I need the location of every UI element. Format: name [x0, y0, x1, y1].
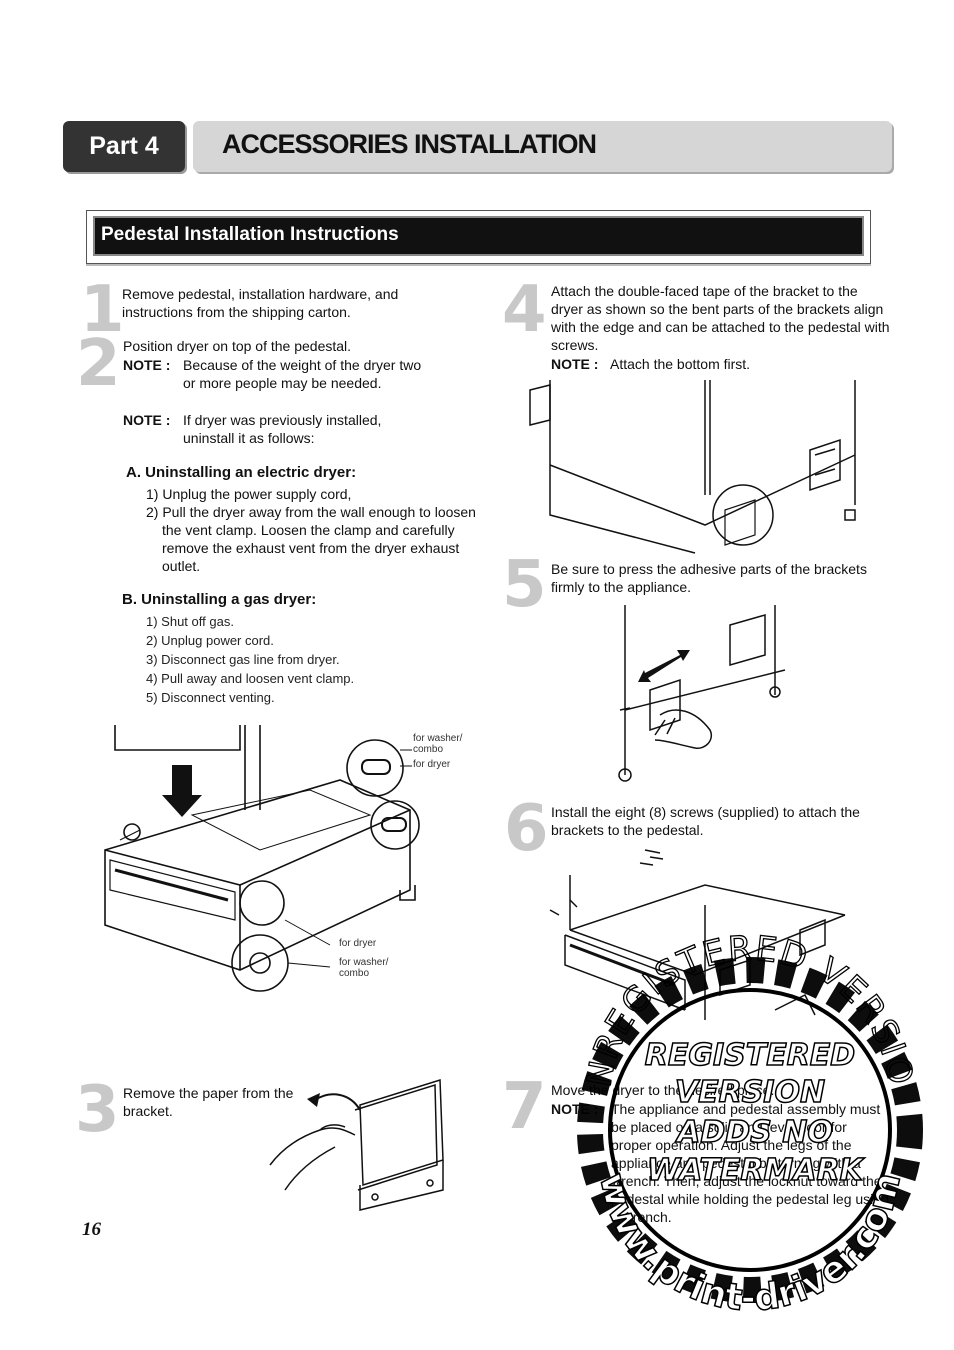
watermark-line-1: REGISTERED: [645, 1038, 855, 1073]
section-header: Pedestal Installation Instructions: [86, 210, 871, 264]
gas-item-4: 4) Pull away and loosen vent clamp.: [146, 671, 355, 686]
press-bracket-illustration: [618, 605, 786, 782]
step-6-number: 6: [504, 792, 549, 866]
step-2-note1-label: NOTE :: [123, 357, 171, 373]
electric-item-2: 2) Pull the dryer away from the wall eno…: [146, 504, 476, 574]
step-4-number: 4: [502, 273, 547, 347]
step-3-text: Remove the paper from the bracket.: [123, 1085, 294, 1119]
step-2-text: Position dryer on top of the pedestal.: [123, 338, 352, 354]
step-6-text: Install the eight (8) screws (supplied) …: [551, 804, 860, 838]
watermark-line-3: ADDS NO: [675, 1115, 833, 1150]
watermark-stamp: UNREGISTERED VERSION REGISTERED VERSION …: [526, 898, 923, 1320]
gas-item-2: 2) Unplug power cord.: [146, 633, 274, 648]
bracket-paper-illustration: [269, 1078, 444, 1211]
svg-text:www.print-driver.com: www.print-driver.com: [591, 1169, 909, 1319]
label-washer-combo-bottom: for washer/ combo: [339, 957, 389, 979]
step-3-number: 3: [75, 1073, 120, 1147]
gas-item-3: 3) Disconnect gas line from dryer.: [146, 652, 340, 667]
watermark-ring-bottom: www.print-driver.com: [590, 1168, 909, 1320]
step-1-number: 1: [80, 273, 125, 347]
step-4-note-label: NOTE :: [551, 356, 599, 372]
watermark-line-2: VERSION: [675, 1075, 825, 1110]
section-title: Pedestal Installation Instructions: [101, 224, 399, 245]
bracket-attach-illustration: [529, 380, 856, 554]
electric-item-1: 1) Unplug the power supply cord,: [146, 486, 352, 502]
gas-item-5: 5) Disconnect venting.: [146, 690, 275, 705]
part-badge: Part 4: [63, 121, 185, 172]
step-7-note-text: The appliance and pedestal assembly must…: [611, 1101, 889, 1225]
step-2-note1-text: Because of the weight of the dryer two o…: [183, 357, 422, 391]
step-5-number: 5: [502, 548, 547, 622]
step-2-note2-label: NOTE :: [123, 412, 171, 428]
part-title: ACCESSORIES INSTALLATION: [222, 129, 597, 159]
section-header-bar: Pedestal Installation Instructions: [93, 216, 864, 256]
pedestal-illustration: [104, 725, 420, 992]
step-5-text: Be sure to press the adhesive parts of t…: [551, 561, 867, 595]
watermark-line-4: WATERMARK: [647, 1153, 866, 1188]
gas-item-1: 1) Shut off gas.: [146, 614, 234, 629]
step-2-note2-text: If dryer was previously installed, unins…: [183, 412, 382, 446]
step-4-text: Attach the double-faced tape of the brac…: [551, 283, 890, 353]
uninstall-gas-heading: B. Uninstalling a gas dryer:: [122, 591, 317, 608]
label-dryer-bottom: for dryer: [339, 938, 377, 949]
uninstall-electric-heading: A. Uninstalling an electric dryer:: [126, 464, 357, 481]
page-number: 16: [82, 1219, 101, 1240]
step-4-note-text: Attach the bottom first.: [610, 356, 751, 372]
step-1-text: Remove pedestal, installation hardware, …: [122, 286, 399, 320]
label-dryer-top: for dryer: [413, 759, 451, 770]
label-washer-combo-top: for washer/ combo: [413, 733, 463, 755]
step-2-number: 2: [76, 327, 121, 401]
step-7-number: 7: [502, 1070, 547, 1144]
part-title-bar: ACCESSORIES INSTALLATION: [193, 121, 892, 172]
